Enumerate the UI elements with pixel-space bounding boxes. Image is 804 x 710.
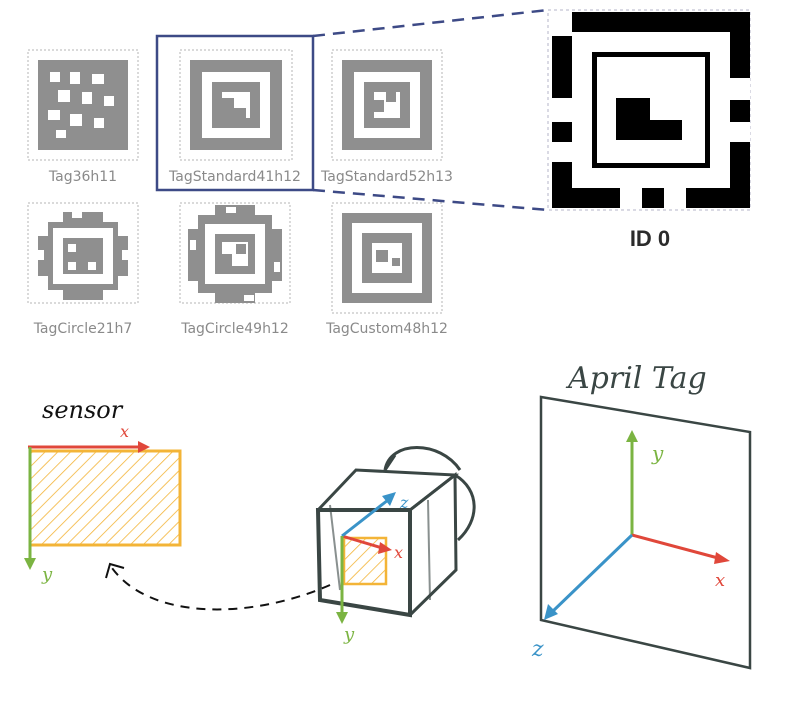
camera-z-label: z (399, 493, 409, 512)
tag-x-label: x (715, 570, 725, 591)
projection-arrow (111, 567, 331, 611)
tag-x-axis (631, 533, 719, 560)
tag-standard41h12-label: TagStandard41h12 (168, 169, 301, 185)
tag-custom48h12-image (331, 202, 443, 314)
zoom-id-label: ID 0 (630, 226, 670, 251)
apriltag-title: April Tag (565, 361, 707, 396)
selected-family-highlight (155, 34, 315, 192)
sensor-x-label: x (120, 422, 129, 441)
sensor-y-label: y (41, 564, 53, 585)
tag-gallery: Tag36h11 TagStandard41h12 (27, 34, 453, 337)
tag-y-label: y (651, 441, 664, 465)
camera-z-axis (341, 498, 389, 538)
sensor-rectangle (28, 449, 182, 547)
sensor-title: sensor (42, 396, 124, 424)
tag-custom48h12-label: TagCustom48h12 (325, 321, 448, 337)
zoom-line-top (312, 8, 549, 38)
tag-standard41h12-image (179, 49, 293, 161)
apriltag-plane-diagram: April Tag y x z (531, 361, 752, 670)
camera-x-label: x (394, 543, 403, 562)
tag-36h11-image (27, 49, 139, 161)
camera-diagram: x z y (315, 446, 476, 645)
tag-z-label: z (531, 637, 544, 662)
tag-standard52h13-label: TagStandard52h13 (320, 169, 453, 185)
zoom-line-bottom (312, 188, 549, 212)
tag-standard52h13-image (331, 49, 443, 161)
tag-circle49h12-image (179, 202, 291, 304)
tag-circle21h7-label: TagCircle21h7 (33, 321, 133, 337)
tag-z-axis (550, 533, 634, 614)
sensor-diagram: sensor x y (24, 396, 331, 611)
tag-plane (539, 395, 752, 670)
camera-y-label: y (343, 624, 355, 645)
tag-circle21h7-image (27, 202, 139, 304)
tag-circle49h12-label: TagCircle49h12 (180, 321, 289, 337)
zoomed-tag-image (547, 9, 751, 211)
camera-x-axis (341, 534, 383, 550)
tag-36h11-label: Tag36h11 (48, 169, 117, 185)
